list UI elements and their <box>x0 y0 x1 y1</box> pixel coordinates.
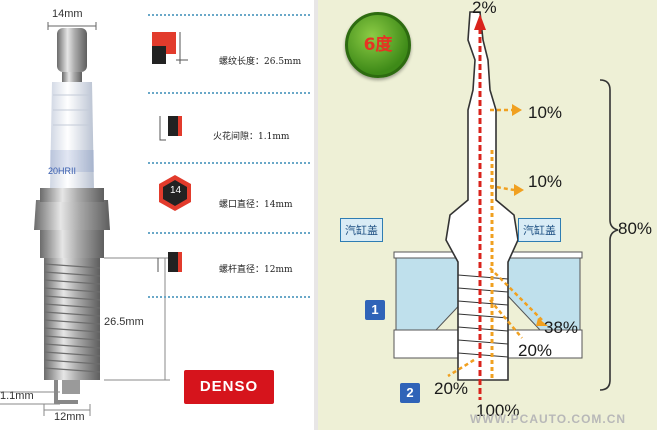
hex-value: 14 <box>170 185 182 196</box>
spec-separator <box>148 162 310 164</box>
spec-panel: 14mm 26.5mm 1.1mm 12mm 20HRII 螺纹长度：26.5m… <box>0 0 318 430</box>
ceramic-insulator <box>50 82 94 190</box>
terminal-nut <box>57 28 87 72</box>
spark-plug-outline <box>445 11 519 381</box>
pct-total: 80% <box>618 219 653 238</box>
denso-logo: DENSO <box>184 370 274 404</box>
spec-thread-diameter: 螺杆直径：12mm <box>219 265 293 275</box>
marker-1: 1 <box>365 300 385 320</box>
spec-separator <box>148 92 310 94</box>
spark-gap-icon <box>159 116 182 141</box>
pct-right-mid: 38% <box>544 318 579 337</box>
spec-separator <box>148 232 310 234</box>
heat-range-badge: 6度 <box>345 12 411 78</box>
spark-plug-illustration <box>0 22 191 416</box>
spec-hex-diameter: 螺口直径：14mm <box>219 200 293 210</box>
plug-print-text: 20HRII <box>48 166 77 176</box>
cylinder-head-label-right: 汽缸盖 <box>518 218 561 242</box>
heat-flow-panel: 6度 2% 10% 10% 80% 38% 20% 20% 100% 汽缸盖 汽… <box>318 0 657 430</box>
heat-flow-diagram <box>393 11 619 400</box>
gap-label: 1.1mm <box>0 390 34 402</box>
pct-bottom: 100% <box>476 401 520 420</box>
cylinder-head-label-left: 汽缸盖 <box>340 218 383 242</box>
thread-section <box>44 258 100 380</box>
ground-electrode <box>54 380 78 404</box>
top-width-label: 14mm <box>52 8 83 20</box>
panel-divider <box>314 0 318 430</box>
pct-top: 2% <box>472 0 497 17</box>
pct-upper-1: 10% <box>528 103 563 122</box>
spec-separator <box>148 14 310 16</box>
spec-spark-gap: 火花间隙：1.1mm <box>213 132 290 142</box>
pct-left-low: 20% <box>434 379 469 398</box>
spec-thread-length: 螺纹长度：26.5mm <box>219 57 302 67</box>
spec-separator <box>148 296 310 298</box>
marker-2: 2 <box>400 383 420 403</box>
thread-length-icon <box>152 32 188 64</box>
thread-length-label: 26.5mm <box>104 316 144 328</box>
watermark: WWW.PCAUTO.COM.CN <box>470 412 627 426</box>
total-bracket <box>599 79 619 391</box>
pct-upper-2: 10% <box>528 172 563 191</box>
pct-right-low: 20% <box>518 341 553 360</box>
thread-diameter-icon <box>157 252 182 272</box>
hex-nut-icon <box>159 175 191 211</box>
heat-paths <box>447 108 543 378</box>
hex-body <box>34 200 110 230</box>
bottom-width-label: 12mm <box>54 411 85 423</box>
